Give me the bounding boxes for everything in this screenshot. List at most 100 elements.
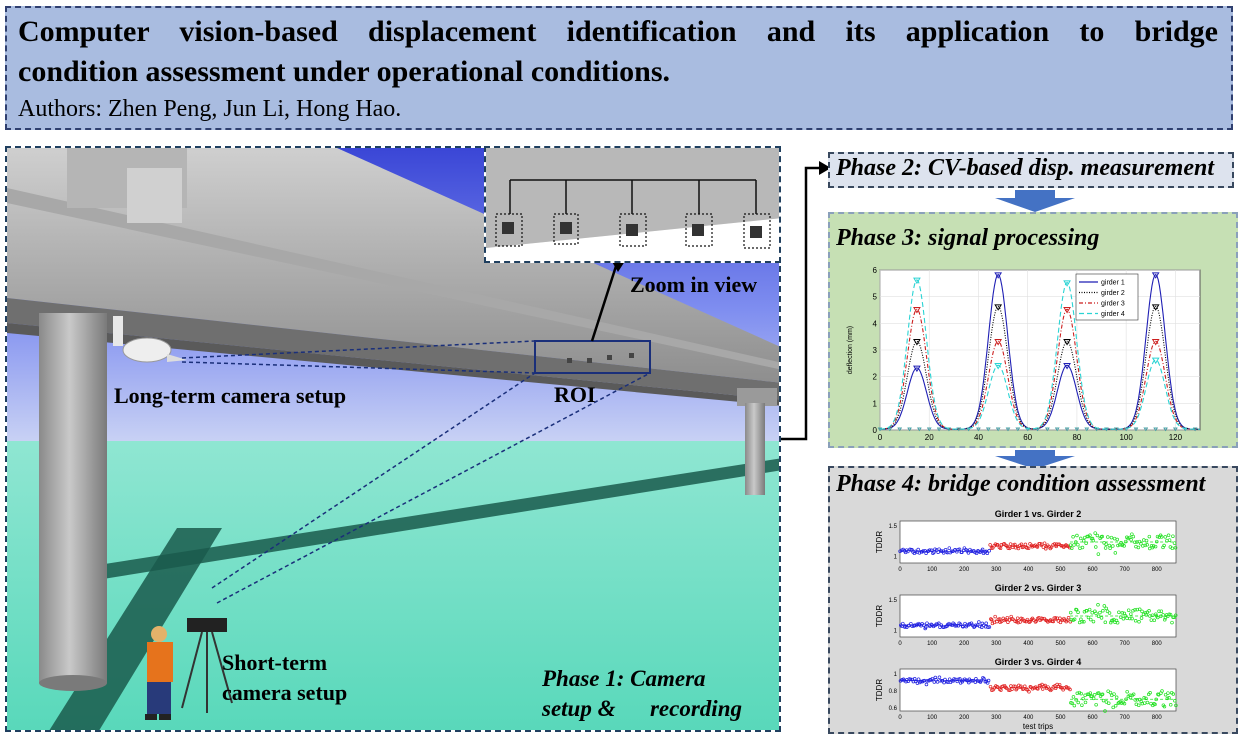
peak-marker (994, 272, 1003, 279)
valley-marker (897, 427, 902, 432)
tddr-point (1166, 533, 1171, 538)
tddr-point (989, 617, 993, 621)
valley-marker (1183, 427, 1188, 432)
peak-marker (1151, 357, 1160, 365)
tddr-x-tick: 100 (927, 641, 938, 647)
tddr-point (1015, 616, 1020, 620)
tddr-point (1076, 610, 1080, 614)
tddr-point (1093, 531, 1097, 535)
tddr-point (1074, 540, 1078, 544)
tddr-point (1100, 534, 1104, 539)
tddr-ylabel: TDDR (875, 531, 884, 553)
tddr-point (1113, 704, 1118, 708)
tddr-point (965, 623, 969, 627)
peak-marker (1151, 339, 1160, 346)
tddr-point (1010, 687, 1014, 691)
tddr-point (985, 551, 990, 555)
tddr-point (1163, 535, 1168, 539)
tddr-point (1076, 700, 1080, 705)
tddr-point (906, 549, 910, 554)
tddr-point (962, 677, 967, 681)
tddr-point (1092, 693, 1097, 697)
tddr-point (1011, 617, 1015, 621)
valley-marker (966, 427, 971, 432)
tddr-point (1075, 691, 1080, 696)
tddr-point (1015, 686, 1019, 691)
tddr-point (1108, 690, 1113, 695)
tddr-point (1154, 612, 1158, 616)
tddr-point (1090, 611, 1094, 615)
tddr-point (1162, 704, 1167, 709)
series-line-girder-4 (880, 279, 1200, 430)
tddr-point (1046, 620, 1050, 624)
tddr-point (974, 551, 979, 556)
legend-label: girder 2 (1101, 290, 1125, 297)
y-tick-label: 6 (873, 266, 878, 275)
tddr-point (1035, 545, 1040, 549)
tddr-x-tick: 0 (898, 641, 902, 647)
tddr-point (948, 622, 953, 627)
tddr-point (1098, 610, 1102, 615)
tddr-point (947, 546, 952, 550)
phase4-title: Phase 4: bridge condition assessment (836, 471, 1206, 497)
tddr-x-tick: 800 (1152, 567, 1163, 573)
tddr-point (1096, 552, 1101, 556)
tddr-point (1109, 535, 1114, 540)
tddr-point (1168, 703, 1173, 707)
tddr-point (1072, 617, 1077, 622)
tddr-point (937, 675, 942, 680)
tddr-point (967, 680, 971, 685)
tddr-point (924, 625, 928, 629)
tddr-x-tick: 800 (1152, 641, 1163, 647)
valley-marker (1104, 427, 1109, 432)
tddr-point (1104, 606, 1108, 611)
tddr-point (1151, 544, 1156, 548)
tddr-point (1170, 546, 1175, 551)
down-arrow-1 (995, 190, 1075, 212)
tddr-point (1038, 541, 1042, 546)
tddr-point (1043, 683, 1047, 688)
tddr-point (916, 547, 920, 552)
tddr-point (1085, 534, 1089, 539)
valley-marker (946, 427, 952, 432)
tddr-x-tick: 200 (959, 567, 970, 573)
tddr-point (1147, 609, 1151, 613)
valley-marker (936, 427, 942, 432)
tddr-point (1040, 682, 1044, 687)
tddr-point (1120, 611, 1125, 615)
tddr-point (1049, 545, 1054, 549)
tddr-point (967, 621, 972, 626)
tddr-point (1131, 534, 1136, 539)
tddr-point (1155, 534, 1160, 539)
tddr-point (1069, 617, 1074, 622)
tddr-x-tick: 200 (959, 641, 970, 647)
tddr-point (1019, 684, 1023, 688)
tddr-point (1095, 533, 1100, 538)
tddr-point (1173, 545, 1178, 550)
tddr-point (1080, 703, 1084, 707)
tddr-point (1160, 689, 1164, 693)
valley-marker (1192, 427, 1198, 432)
tddr-point (1076, 542, 1080, 547)
tddr-point (907, 623, 911, 628)
phase3-title: Phase 3: signal processing (836, 225, 1100, 251)
tddr-point (904, 679, 908, 684)
tddr-point (932, 550, 936, 555)
tddr-point (1025, 617, 1030, 622)
tddr-point (1165, 696, 1170, 701)
tddr-ylabel: TDDR (875, 605, 884, 627)
peak-marker (1151, 304, 1160, 311)
tddr-y-tick: 1 (894, 629, 898, 635)
tddr-point (947, 677, 952, 681)
tddr-point (1123, 614, 1128, 618)
y-tick-label: 3 (873, 346, 878, 355)
tddr-point (1081, 539, 1086, 543)
tddr-point (1046, 685, 1050, 689)
valley-marker (1173, 427, 1178, 432)
tddr-point (1136, 703, 1141, 708)
valley-marker (956, 427, 961, 432)
tddr-point (1087, 607, 1092, 612)
tddr-point (1081, 696, 1085, 701)
tddr-point (1103, 546, 1108, 550)
tddr-x-tick: 800 (1152, 715, 1163, 721)
